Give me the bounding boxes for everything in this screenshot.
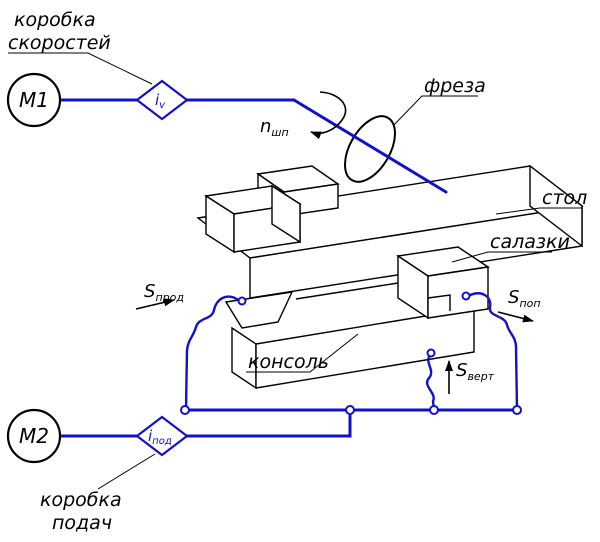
feed-chain bbox=[58, 291, 522, 438]
label-gearbox-feed-line2: подач bbox=[52, 512, 112, 534]
bus-node-vertical bbox=[429, 405, 439, 415]
label-table: стол bbox=[542, 187, 587, 209]
label-console: консоль bbox=[248, 351, 329, 373]
arrow-feed-cross bbox=[497, 311, 534, 323]
motor1-circle bbox=[6, 72, 62, 128]
attach-point-vertical bbox=[426, 348, 436, 358]
arrow-feed-longitudinal bbox=[135, 298, 175, 310]
feed-vertical-label: Sверт bbox=[456, 360, 495, 383]
slide-front-edge bbox=[295, 282, 399, 300]
spindle-shaft bbox=[292, 98, 448, 194]
leader-console bbox=[246, 333, 359, 373]
bus-node-right bbox=[512, 405, 522, 415]
workpiece-block-front bbox=[204, 184, 302, 254]
ratio-feed-label: iпод bbox=[148, 427, 172, 447]
slide-block-notch bbox=[427, 294, 451, 311]
block-front-right bbox=[271, 184, 301, 244]
table-right-face bbox=[529, 164, 583, 248]
leader-gearbox-feed bbox=[97, 453, 156, 490]
feed-longitudinal-label: Sпрод bbox=[144, 281, 184, 304]
spindle-rotation-arrow bbox=[310, 91, 347, 140]
ratio-speed-label: iv bbox=[155, 91, 166, 111]
bus-node-left bbox=[180, 405, 190, 415]
feed-cross-label: Sпоп bbox=[508, 287, 541, 310]
leader-gearbox-speed bbox=[8, 52, 153, 85]
slide-block-front-face bbox=[427, 266, 489, 319]
motor2-circle bbox=[6, 408, 62, 464]
leader-cutter bbox=[389, 95, 478, 130]
motor1-label: М1 bbox=[19, 88, 49, 112]
speed-chain bbox=[58, 98, 448, 194]
console-front-face bbox=[255, 307, 475, 389]
gearbox-feed-diamond bbox=[135, 415, 189, 457]
gearbox-speed-diamond bbox=[135, 79, 189, 121]
attach-point-cross bbox=[461, 291, 471, 301]
label-gearbox-feed-line1: коробка bbox=[40, 489, 122, 511]
motor2-label: М2 bbox=[19, 424, 49, 448]
attach-point-longitudinal bbox=[237, 296, 247, 306]
label-gearbox-speed-line1: коробка bbox=[14, 9, 96, 31]
bus-node-gearbox bbox=[345, 405, 355, 415]
label-gearbox-speed-line2: скоростей bbox=[8, 32, 111, 54]
milling-cutter-ellipse bbox=[344, 115, 396, 183]
shaft-gearbox-bus bbox=[185, 408, 352, 438]
flex-link-longitudinal bbox=[184, 295, 242, 412]
leader-lines bbox=[8, 52, 582, 490]
leader-slide bbox=[451, 251, 552, 263]
leader-table bbox=[495, 207, 582, 215]
flex-link-vertical bbox=[426, 352, 436, 412]
label-slide: салазки bbox=[490, 231, 570, 253]
flex-link-cross bbox=[466, 292, 519, 412]
label-cutter: фреза bbox=[424, 75, 486, 97]
spindle-speed-label: nшп bbox=[260, 116, 289, 139]
